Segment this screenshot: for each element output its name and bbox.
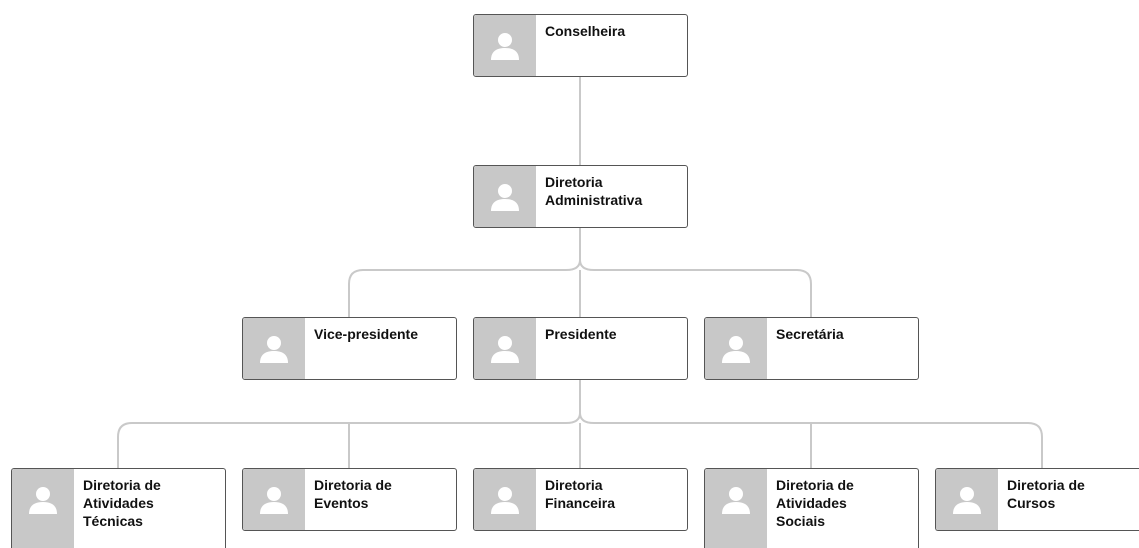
person-placeholder-icon: [29, 487, 57, 514]
person-placeholder-icon: [953, 487, 981, 514]
person-placeholder-icon: [491, 33, 519, 60]
avatar: [474, 15, 536, 76]
person-placeholder-icon: [722, 487, 750, 514]
node-diretoria-eventos[interactable]: Diretoria de Eventos: [242, 468, 457, 531]
person-placeholder-icon: [491, 336, 519, 363]
node-label: Conselheira: [545, 23, 626, 39]
avatar: [936, 469, 998, 530]
node-label: Secretária: [776, 326, 844, 342]
connector-level3-branch: [117, 412, 1043, 468]
node-label: Vice-presidente: [314, 326, 419, 342]
node-diretoria-atividades-sociais[interactable]: Diretoria de Atividades Sociais: [704, 468, 919, 548]
avatar: [474, 318, 536, 379]
avatar: [243, 318, 305, 379]
node-label: Diretoria Administrativa: [545, 174, 643, 208]
person-placeholder-icon: [260, 487, 288, 514]
person-placeholder-icon: [491, 184, 519, 211]
node-diretoria-atividades-tecnicas[interactable]: Diretoria de Atividades Técnicas: [11, 468, 226, 548]
node-label: Diretoria Financeira: [545, 477, 616, 511]
node-diretoria-cursos[interactable]: Diretoria de Cursos: [935, 468, 1139, 531]
node-conselheira[interactable]: Conselheira: [473, 14, 688, 77]
avatar: [474, 166, 536, 227]
node-label: Diretoria de Eventos: [314, 477, 392, 511]
node-label: Diretoria de Atividades Técnicas: [83, 477, 161, 529]
avatar: [705, 469, 767, 548]
person-placeholder-icon: [491, 487, 519, 514]
node-diretoria-administrativa[interactable]: Diretoria Administrativa: [473, 165, 688, 228]
node-label: Diretoria de Atividades Sociais: [776, 477, 854, 529]
node-presidente[interactable]: Presidente: [473, 317, 688, 380]
node-vice-presidente[interactable]: Vice-presidente: [242, 317, 457, 380]
avatar: [705, 318, 767, 379]
avatar: [12, 469, 74, 548]
avatar: [243, 469, 305, 530]
node-label: Diretoria de Cursos: [1007, 477, 1085, 511]
connector-level2-branch: [348, 259, 812, 317]
node-diretoria-financeira[interactable]: Diretoria Financeira: [473, 468, 688, 531]
person-placeholder-icon: [260, 336, 288, 363]
avatar: [474, 469, 536, 530]
person-placeholder-icon: [722, 336, 750, 363]
node-label: Presidente: [545, 326, 617, 342]
node-secretaria[interactable]: Secretária: [704, 317, 919, 380]
